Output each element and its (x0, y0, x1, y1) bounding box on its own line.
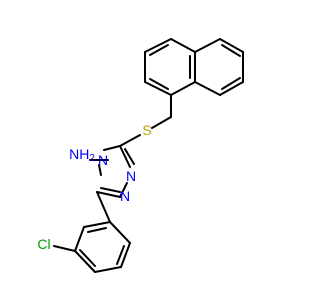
atom-labels: S NH2 N N N Cl (37, 122, 151, 252)
bond (119, 134, 141, 147)
bond (96, 191, 121, 198)
bond (103, 145, 121, 151)
sulfur-atom-label: S (142, 122, 151, 138)
bond (74, 226, 85, 252)
bond (53, 245, 76, 252)
bonds (53, 38, 244, 273)
bond (96, 191, 111, 223)
bond (221, 77, 241, 90)
bond (194, 81, 221, 96)
bond (79, 249, 96, 267)
amine-label: NH2 (69, 146, 95, 164)
bond (219, 38, 244, 53)
bond (149, 78, 169, 90)
bond (94, 266, 122, 273)
bond (87, 227, 107, 233)
chlorine-atom-label: Cl (37, 236, 50, 252)
bond (144, 38, 172, 53)
bond (109, 221, 131, 244)
bond (100, 187, 121, 193)
bond (170, 38, 196, 53)
ring-nitrogen-2-label: N (120, 188, 130, 204)
amine-nh: NH (69, 146, 89, 162)
bond (219, 81, 244, 96)
amine-subscript: 2 (89, 153, 95, 164)
bond (221, 44, 241, 57)
molecule-structure: S NH2 N N N Cl (37, 38, 244, 273)
bond (98, 164, 102, 176)
bond (119, 145, 131, 168)
bond (151, 116, 172, 129)
bond (120, 242, 131, 268)
bond (116, 245, 125, 265)
bond (149, 44, 169, 56)
bond (119, 182, 128, 198)
bond (144, 81, 172, 96)
bond (74, 250, 96, 273)
bond (194, 38, 221, 53)
ring-nitrogen-1-label: N (126, 168, 136, 184)
bond (124, 148, 135, 165)
bond (170, 81, 196, 96)
bond (83, 221, 111, 228)
ring-nitrogen-4-label: N (98, 152, 108, 168)
